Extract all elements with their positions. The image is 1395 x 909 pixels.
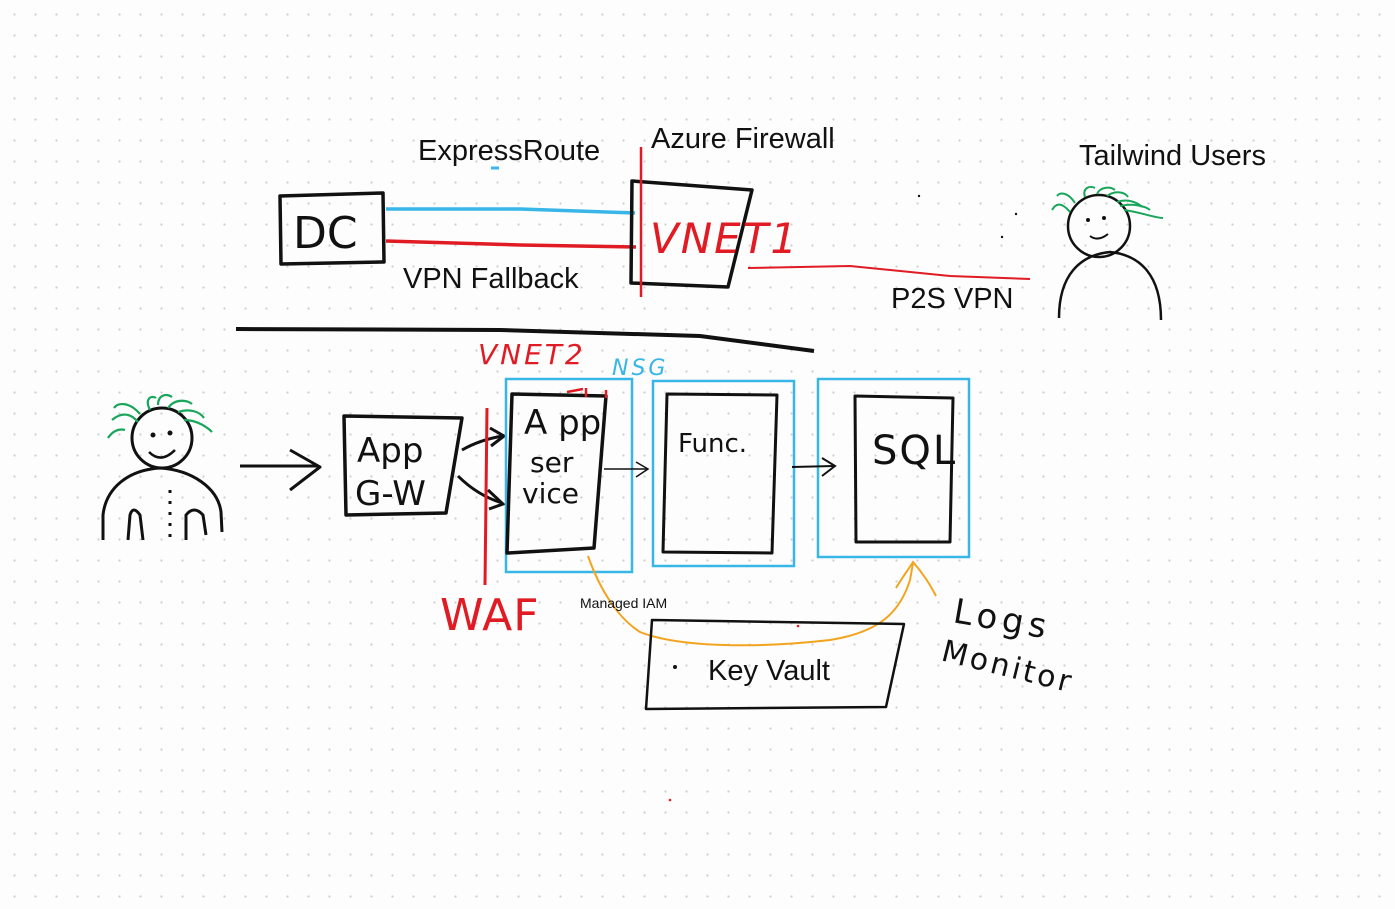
appgw-label-line2: G-W (355, 474, 426, 514)
function-label: Func. (678, 429, 747, 459)
datacenter-box: DC (278, 191, 386, 266)
app-service-box: A pp ser vice (505, 387, 608, 555)
vpn-fallback-label: VPN Fallback (403, 263, 579, 295)
user-to-appgw-arrow (289, 448, 322, 492)
nsg-boundary-function (651, 379, 796, 568)
monitor-label: Monitor (938, 634, 1078, 701)
managed-iam-connection (587, 555, 914, 647)
application-gateway-box: App G-W (342, 414, 464, 517)
tailwind-users-label: Tailwind Users (1079, 140, 1266, 172)
appgw-to-appservice-arrow-top (489, 426, 507, 448)
vnet1-label: VNET1 (650, 214, 799, 263)
datacenter-label: DC (293, 208, 358, 259)
vpn-fallback-connection (385, 239, 637, 249)
appgw-to-appservice-arrow-bottom (486, 488, 506, 511)
appgw-label-line1: App (357, 431, 423, 471)
app-service-label-line3: vice (522, 477, 579, 510)
function-app-box: Func. (661, 392, 779, 555)
p2s-vpn-connection (747, 264, 1031, 280)
section-divider (235, 327, 815, 353)
waf-label: WAF (440, 590, 540, 641)
function-to-sql-arrow (821, 457, 837, 477)
person-with-green-hair-icon (1051, 185, 1164, 321)
nsg-boundary-appservice (504, 377, 634, 574)
appservice-to-function-arrow (635, 461, 650, 478)
app-service-label-line1: A pp (524, 403, 601, 443)
vnet1-hub: VNET1 (629, 147, 799, 297)
azure-firewall-label: Azure Firewall (651, 123, 835, 155)
person-with-green-hair-icon (101, 394, 224, 541)
key-vault-label: Key Vault (708, 655, 830, 687)
vnet2-label: VNET2 (478, 338, 586, 371)
key-vault-box: Key Vault (644, 618, 906, 711)
p2s-vpn-label: P2S VPN (891, 283, 1014, 315)
expressroute-label: ExpressRoute (418, 135, 600, 167)
app-service-label-line2: ser (530, 446, 574, 479)
sql-label: SQL (872, 428, 957, 474)
waf-line (483, 407, 489, 586)
nsg-boundary-sql (816, 377, 971, 559)
expressroute-connection (386, 207, 636, 215)
sql-database-box: SQL (853, 394, 957, 544)
managed-iam-label: Managed IAM (580, 595, 667, 611)
managed-iam-arrowhead (895, 560, 937, 597)
nsg-label: NSG (612, 356, 668, 381)
